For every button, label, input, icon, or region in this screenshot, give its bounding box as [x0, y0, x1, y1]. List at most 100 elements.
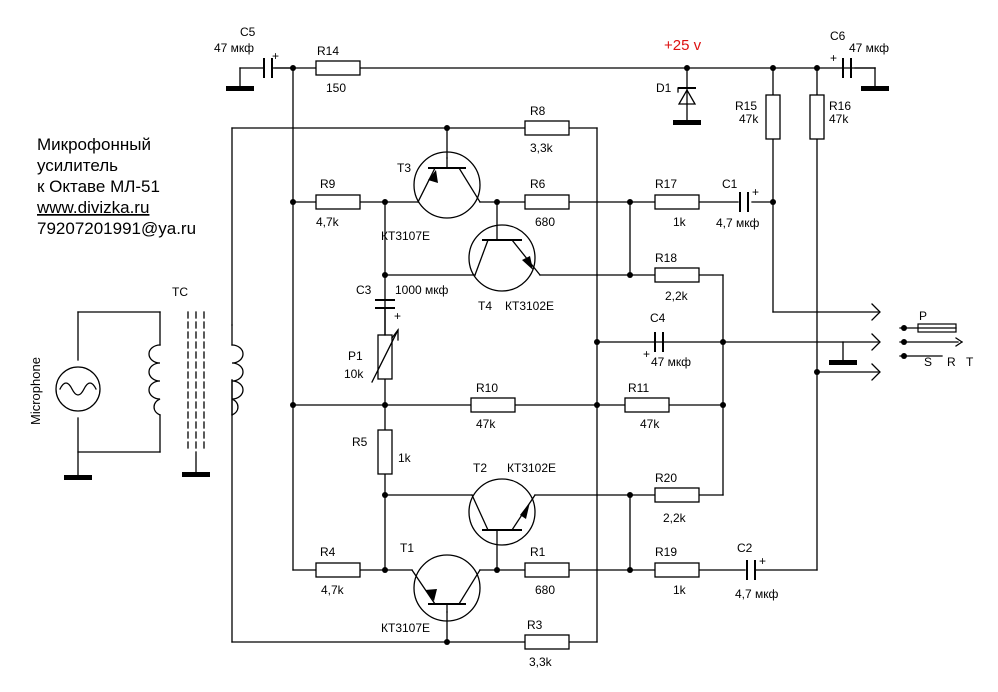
svg-text:+: +	[272, 49, 279, 63]
t2-ref: T2	[473, 461, 487, 475]
p1-value: 10k	[344, 367, 364, 381]
c6-value: 47 мкф	[849, 41, 889, 55]
title-line-4: www.divizka.ru	[36, 198, 149, 217]
transformer-TC	[148, 311, 244, 453]
title-line-2: усилитель	[37, 156, 118, 175]
transistor-T4	[468, 201, 541, 292]
svg-text:+: +	[643, 347, 650, 361]
r18-ref: R18	[655, 251, 677, 265]
pin-r: R	[947, 355, 956, 369]
c4-ref: C4	[650, 311, 666, 325]
t1-ref: T1	[400, 541, 414, 555]
title-line-1: Микрофонный	[37, 135, 151, 154]
d1-ref: D1	[656, 81, 672, 95]
c6-ref: C6	[830, 29, 846, 43]
transformer-ref: TC	[172, 285, 188, 299]
junctions	[290, 65, 820, 645]
r1-ref: R1	[530, 545, 546, 559]
r10-value: 47k	[476, 417, 496, 431]
r3-value: 3,3k	[529, 655, 553, 669]
r18-value: 2,2k	[665, 289, 689, 303]
c4-value: 47 мкф	[651, 355, 691, 369]
resistor-R17	[654, 194, 700, 210]
labels: +25 v C5 47 мкф C6 47 мкф C1 4,7 мкф C3 …	[28, 25, 974, 669]
resistor-R15	[765, 94, 781, 140]
capacitor-C2: +	[746, 554, 766, 580]
r14-ref: R14	[317, 44, 339, 58]
c3-value: 1000 мкф	[395, 283, 449, 297]
diode-D1	[677, 87, 697, 105]
t4-part: КТ3102Е	[505, 299, 554, 313]
resistor-R5	[377, 429, 393, 475]
microphone-label: Microphone	[28, 357, 43, 425]
jack-connector	[871, 303, 963, 381]
c5-ref: C5	[240, 25, 256, 39]
resistor-R4	[315, 562, 361, 578]
r6-value: 680	[535, 215, 555, 229]
r19-ref: R19	[655, 545, 677, 559]
r16-value: 47k	[829, 112, 849, 126]
r5-ref: R5	[352, 435, 368, 449]
c2-value: 4,7 мкф	[735, 587, 779, 601]
r4-ref: R4	[320, 545, 336, 559]
r20-ref: R20	[655, 471, 677, 485]
r4-value: 4,7k	[321, 583, 345, 597]
t2-part: КТ3102Е	[507, 461, 556, 475]
c2-ref: C2	[737, 541, 753, 555]
r17-value: 1k	[673, 215, 687, 229]
r20-value: 2,2k	[663, 511, 687, 525]
resistor-R10	[470, 397, 516, 413]
r15-value: 47k	[739, 112, 759, 126]
pin-t: T	[966, 355, 974, 369]
resistor-R6	[524, 194, 570, 210]
p1-ref: P1	[348, 349, 363, 363]
title-line-3: к Октаве МЛ-51	[37, 177, 160, 196]
wires	[77, 67, 959, 643]
t3-ref: T3	[397, 161, 411, 175]
svg-text:+: +	[394, 309, 401, 323]
microphone-icon	[55, 366, 101, 412]
r10-ref: R10	[476, 381, 498, 395]
r8-value: 3,3k	[530, 141, 554, 155]
pin-p: P	[919, 309, 927, 323]
c1-ref: C1	[722, 177, 738, 191]
r6-ref: R6	[530, 177, 546, 191]
resistor-R1	[524, 562, 570, 578]
r16-ref: R16	[829, 99, 851, 113]
resistor-R19	[654, 562, 700, 578]
svg-text:+: +	[830, 51, 837, 65]
r5-value: 1k	[398, 451, 412, 465]
potentiometer-P1	[371, 328, 399, 383]
transistor-T3	[413, 151, 481, 219]
transistor-T2	[468, 478, 536, 571]
supply-label: +25 v	[664, 37, 702, 54]
resistor-R9	[315, 194, 361, 210]
resistor-R11	[624, 397, 670, 413]
r11-ref: R11	[628, 381, 649, 395]
capacitor-C4: +	[643, 332, 664, 361]
capacitor-C6: +	[830, 51, 852, 78]
r9-ref: R9	[320, 177, 336, 191]
capacitor-C1: +	[739, 185, 759, 212]
t1-part: КТ3107Е	[381, 621, 430, 635]
resistor-R14	[315, 60, 361, 76]
svg-text:+: +	[759, 554, 766, 568]
capacitor-C3: +	[375, 299, 401, 336]
c3-ref: C3	[356, 283, 372, 297]
r19-value: 1k	[673, 583, 687, 597]
pin-s: S	[924, 355, 932, 369]
r1-value: 680	[535, 583, 555, 597]
r14-value: 150	[326, 81, 346, 95]
transistor-T1	[411, 554, 481, 622]
capacitor-C5: +	[263, 49, 294, 78]
r15-ref: R15	[735, 99, 757, 113]
resistor-R16	[809, 94, 825, 140]
r3-ref: R3	[527, 618, 543, 632]
svg-text:+: +	[752, 185, 759, 199]
resistor-R18	[654, 267, 700, 283]
c5-value: 47 мкф	[214, 41, 254, 55]
r11-value: 47k	[640, 417, 660, 431]
r8-ref: R8	[530, 104, 546, 118]
